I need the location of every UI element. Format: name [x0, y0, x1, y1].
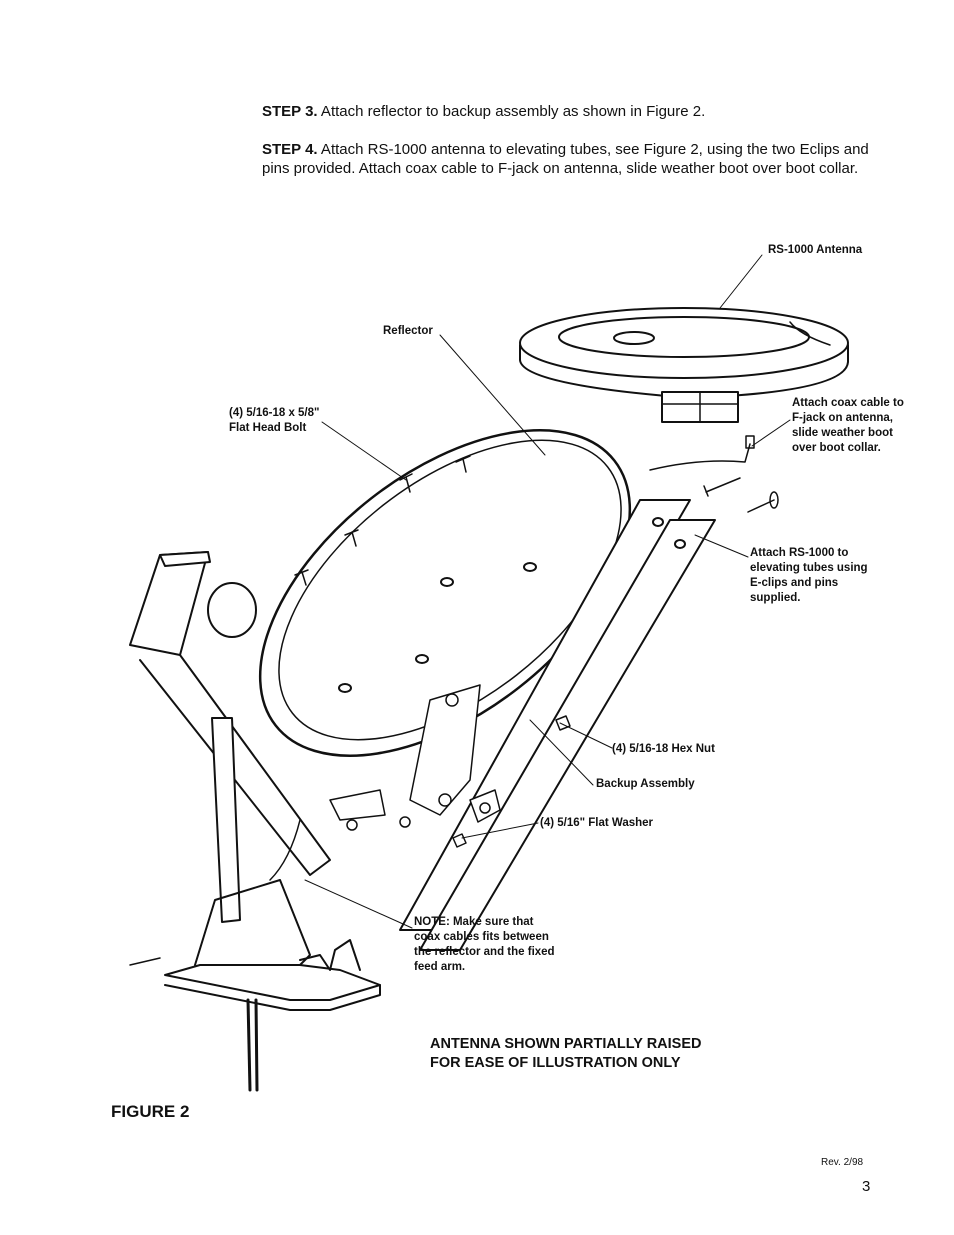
step-3: STEP 3. Attach reflector to backup assem…: [262, 102, 882, 121]
callout-attach-rs1000: Attach RS-1000 to elevating tubes using …: [750, 547, 868, 604]
page-number: 3: [862, 1178, 871, 1195]
pins: [703, 477, 779, 513]
flat-head-bolts: [294, 455, 471, 586]
instruction-steps: STEP 3. Attach reflector to backup assem…: [262, 102, 882, 197]
callout-flat-head-bolt: (4) 5/16-18 x 5/8" Flat Head Bolt: [229, 407, 320, 434]
leader-lines: [304, 254, 791, 929]
callout-backup-assembly: Backup Assembly: [596, 778, 695, 790]
callout-flat-washer: (4) 5/16" Flat Washer: [540, 817, 654, 829]
step-4: STEP 4. Attach RS-1000 antenna to elevat…: [262, 140, 882, 178]
step-3-text: Attach reflector to backup assembly as s…: [317, 103, 706, 120]
feed-arm: [129, 551, 331, 923]
rs1000-antenna: [519, 307, 849, 423]
callout-hex-nut: (4) 5/16-18 Hex Nut: [612, 743, 715, 755]
illustration-caption: ANTENNA SHOWN PARTIALLY RAISED FOR EASE …: [430, 1036, 702, 1071]
callout-rs1000-antenna: RS-1000 Antenna: [768, 244, 863, 256]
mount-base: [129, 819, 381, 1092]
figure-label: FIGURE 2: [111, 1102, 190, 1121]
elevating-tubes: [399, 499, 716, 951]
reflector-dish: [258, 429, 632, 757]
callout-note: NOTE: Make sure that coax cables fits be…: [414, 916, 555, 973]
backup-assembly: [329, 684, 501, 831]
step-3-label: STEP 3.: [262, 103, 318, 120]
revision-note: Rev. 2/98: [821, 1157, 864, 1168]
step-4-text: Attach RS-1000 antenna to elevating tube…: [262, 141, 869, 177]
callout-coax-cable: Attach coax cable to F-jack on antenna, …: [792, 397, 904, 454]
step-4-label: STEP 4.: [262, 141, 318, 158]
callout-reflector: Reflector: [383, 325, 433, 337]
